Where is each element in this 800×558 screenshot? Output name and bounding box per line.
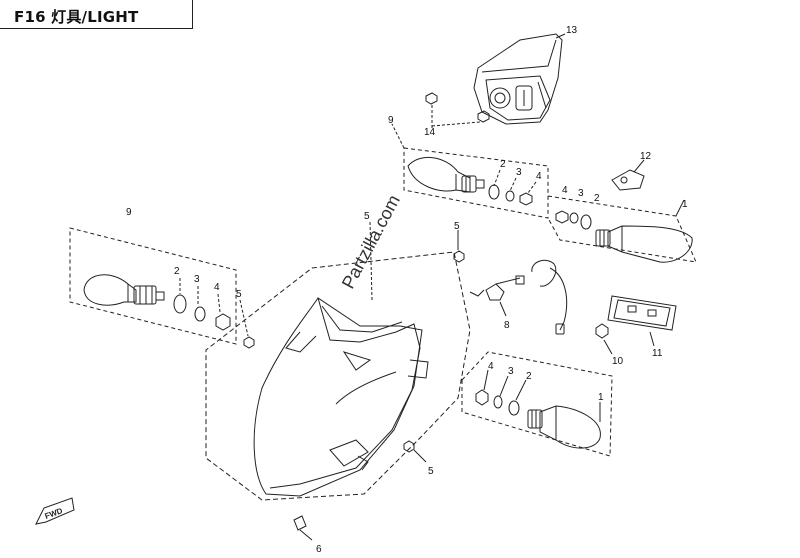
bulb-socket-8[interactable] bbox=[469, 259, 568, 335]
title-divider bbox=[192, 0, 193, 29]
turn-signal-left[interactable] bbox=[83, 274, 165, 306]
washer-3-top[interactable] bbox=[505, 190, 515, 202]
callout-9-left: 9 bbox=[126, 207, 132, 218]
callout-4-tr: 4 bbox=[562, 185, 568, 196]
callout-14: 14 bbox=[424, 127, 436, 138]
washer-2-bottom[interactable] bbox=[508, 400, 520, 416]
callout-2-tr: 2 bbox=[594, 193, 600, 204]
callout-8: 8 bbox=[504, 320, 510, 331]
callout-10: 10 bbox=[612, 356, 624, 367]
callout-6: 6 bbox=[316, 544, 322, 555]
nut-4-top-right[interactable] bbox=[555, 210, 569, 224]
license-light-11[interactable] bbox=[607, 295, 677, 331]
callout-2-left: 2 bbox=[174, 266, 180, 277]
callout-4-left: 4 bbox=[214, 282, 220, 293]
callout-5-mid: 5 bbox=[454, 221, 460, 232]
callout-2-top: 2 bbox=[500, 159, 506, 170]
callout-11: 11 bbox=[652, 348, 663, 359]
screw-14-a[interactable] bbox=[425, 92, 438, 105]
leader-14 bbox=[431, 104, 481, 128]
callout-3-tr: 3 bbox=[578, 188, 584, 199]
frame-group-1-top bbox=[547, 195, 697, 263]
title-underline bbox=[0, 28, 193, 29]
callout-13: 13 bbox=[566, 25, 578, 36]
callout-5-center: 5 bbox=[364, 211, 370, 222]
washer-2-top[interactable] bbox=[488, 184, 500, 200]
rear-reflector-12[interactable] bbox=[611, 169, 645, 191]
headlight-assembly[interactable] bbox=[253, 297, 429, 497]
leader-13 bbox=[555, 33, 566, 39]
washer-3-left[interactable] bbox=[194, 306, 206, 322]
screw-5-left[interactable] bbox=[243, 336, 255, 349]
turn-signal-top-left[interactable] bbox=[407, 156, 485, 193]
nut-4-left[interactable] bbox=[215, 313, 231, 331]
turn-signal-top-right[interactable] bbox=[595, 225, 693, 263]
washer-3-bottom[interactable] bbox=[493, 395, 503, 409]
frame-group-9-left bbox=[69, 227, 237, 345]
washer-3-top-right[interactable] bbox=[569, 212, 579, 224]
callout-4-top: 4 bbox=[536, 171, 542, 182]
screw-14-b[interactable] bbox=[477, 110, 490, 123]
frame-group-1-bottom bbox=[461, 351, 613, 457]
callout-3-br: 3 bbox=[508, 366, 514, 377]
nut-4-top[interactable] bbox=[519, 192, 533, 206]
callout-5-bottom: 5 bbox=[428, 466, 434, 477]
tail-light-assembly[interactable] bbox=[473, 33, 563, 125]
screw-5-bottom[interactable] bbox=[403, 440, 415, 453]
nut-4-bottom[interactable] bbox=[475, 389, 489, 406]
callout-1-tr: 1 bbox=[682, 199, 688, 210]
callout-labels: 13 14 9 2 3 4 12 4 3 2 1 9 2 3 4 5 5 5 8… bbox=[126, 25, 688, 555]
washer-2-left[interactable] bbox=[173, 294, 187, 314]
callout-12: 12 bbox=[640, 151, 652, 162]
page-title: F16 灯具/LIGHT bbox=[14, 8, 139, 26]
watermark: Partzilla.com bbox=[338, 192, 404, 292]
screw-5-mid[interactable] bbox=[453, 250, 465, 263]
callout-1-br: 1 bbox=[598, 392, 604, 403]
callout-9-top: 9 bbox=[388, 115, 394, 126]
callout-4-br: 4 bbox=[488, 361, 494, 372]
fwd-arrow-icon bbox=[35, 497, 75, 525]
turn-signal-bottom-right[interactable] bbox=[527, 405, 601, 449]
frame-group-9-top bbox=[403, 147, 549, 219]
frame-headlight bbox=[205, 251, 471, 501]
callout-5-left: 5 bbox=[236, 289, 242, 300]
clip-6[interactable] bbox=[293, 515, 307, 531]
nut-10[interactable] bbox=[595, 323, 609, 339]
callout-3-top: 3 bbox=[516, 167, 522, 178]
callout-3-left: 3 bbox=[194, 274, 200, 285]
callout-2-br: 2 bbox=[526, 371, 532, 382]
washer-2-top-right[interactable] bbox=[580, 214, 592, 230]
